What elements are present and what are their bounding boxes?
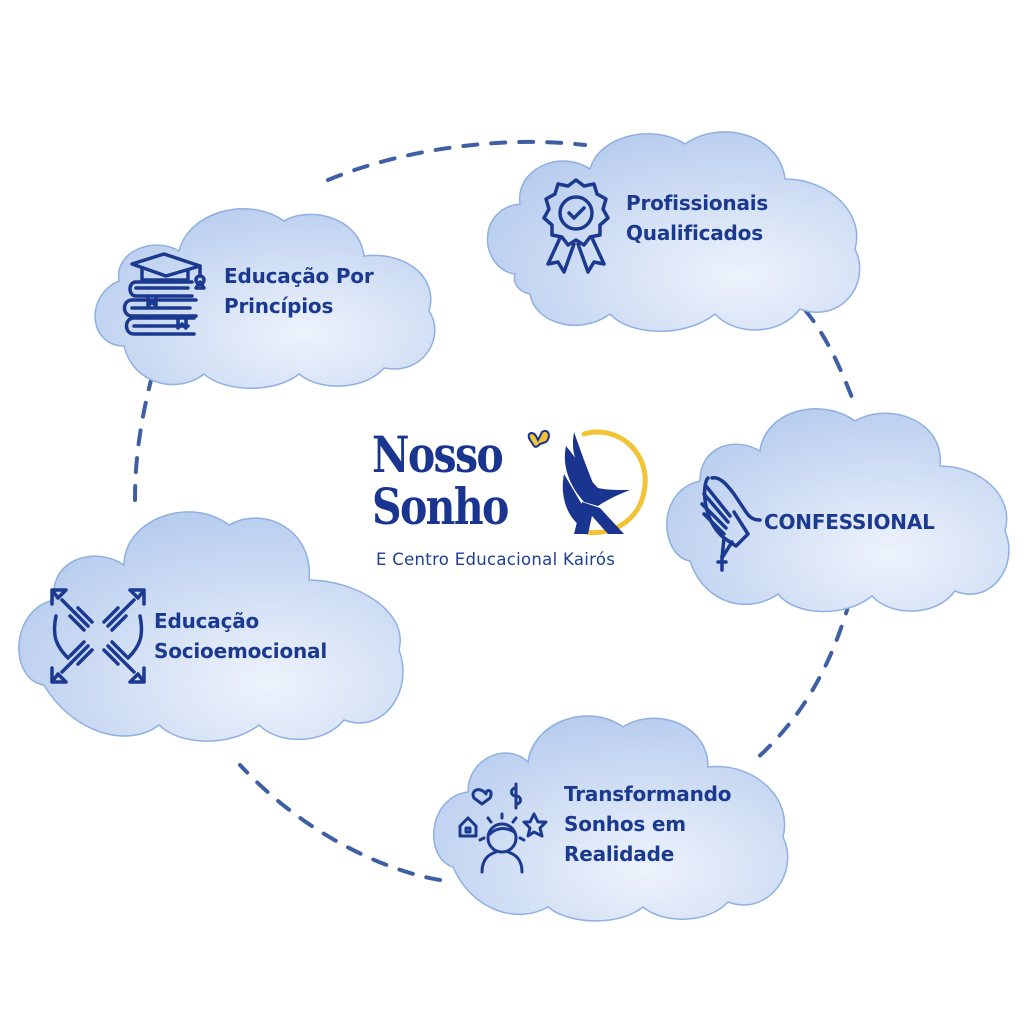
cloud-shape	[94, 208, 436, 389]
cloud-label-line: CONFESSIONAL	[764, 510, 935, 534]
praying-hands-rosary-icon	[700, 472, 762, 572]
cloud-educacao-por-principios: Educação Por Princípios	[84, 196, 444, 392]
dashed-ring-path	[133, 139, 857, 882]
joined-hands-icon	[48, 586, 148, 686]
logo-subtitle: E Centro Educacional Kairós	[376, 550, 616, 569]
butterfly-icon	[527, 430, 550, 448]
cloud-label-line: Princípios	[224, 294, 334, 318]
logo-line-nosso: Nosso	[372, 425, 504, 484]
cloud-label-line: Socioemocional	[154, 639, 327, 663]
nosso-sonho-logo: Nosso Sonho E Centro Educacional Kairós	[366, 424, 656, 574]
cloud-profissionais-qualificados: Profissionais Qualificados	[480, 124, 866, 334]
cloud-shape	[18, 511, 404, 742]
cloud-label-line: Qualificados	[626, 221, 763, 245]
dreaming-person-icon	[458, 782, 554, 874]
award-badge-check-icon	[538, 178, 614, 276]
cloud-transformando-sonhos: Transformando Sonhos em Realidade	[428, 702, 798, 924]
cloud-label-line: Educação Por	[224, 264, 374, 288]
cloud-label-line: Educação	[154, 609, 260, 633]
cloud-confessional: CONFESSIONAL	[660, 396, 1016, 616]
cloud-label-line: Profissionais	[626, 191, 769, 215]
cloud-shape	[666, 408, 1010, 613]
cloud-label-line: Realidade	[564, 842, 675, 866]
cloud-label-line: Sonhos em	[564, 812, 686, 836]
cloud-label-line: Transformando	[564, 782, 732, 806]
dove-k-circle-icon	[562, 429, 648, 536]
books-graduation-cap-icon	[122, 252, 212, 338]
logo-line-sonho: Sonho	[372, 477, 509, 536]
cloud-educacao-socioemocional: Educação Socioemocional	[14, 500, 414, 742]
